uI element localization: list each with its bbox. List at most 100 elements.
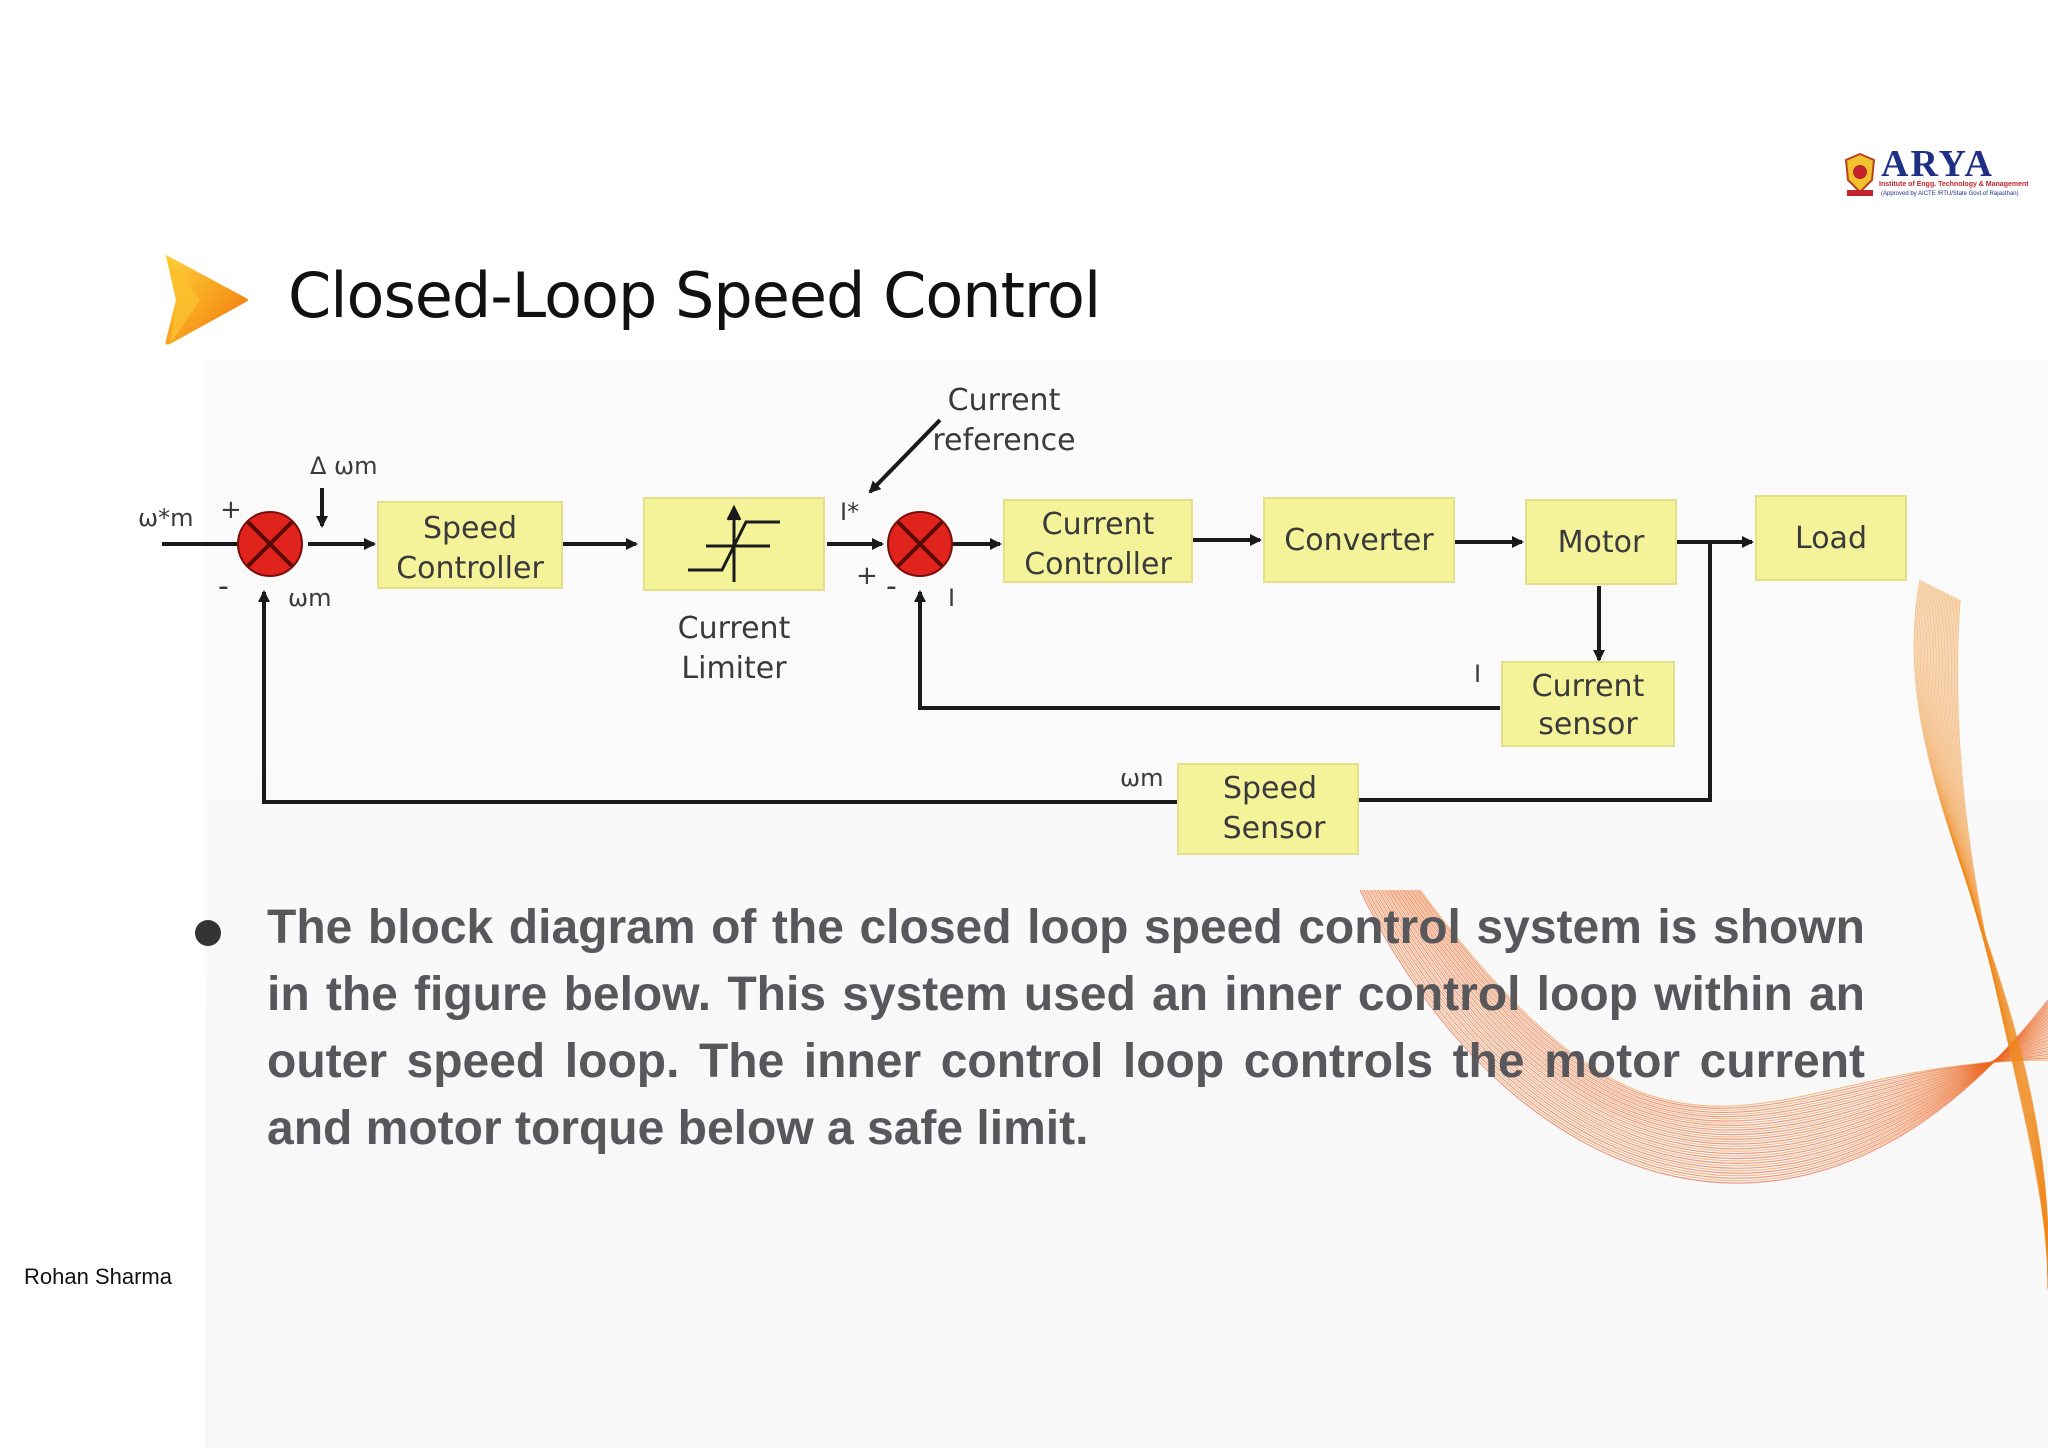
wave-line: [1374, 889, 2048, 1164]
wave-line: [1370, 889, 2048, 1169]
speed-sensor-label-2: Sensor: [1223, 811, 1326, 846]
wave-line: [1419, 889, 2048, 1107]
wave-line: [1946, 595, 2048, 1275]
minus-sign-1: -: [218, 569, 229, 604]
block-diagram: Speed Controller Current Controller Conv…: [138, 383, 1907, 855]
wave-line: [1940, 592, 2048, 1278]
logo-name: ARYA: [1881, 143, 1994, 185]
wave-line: [1934, 589, 2048, 1281]
omega-ref-label: ω*m: [138, 504, 193, 532]
current-controller-label-2: Controller: [1024, 547, 1172, 582]
wave-line: [1375, 889, 2048, 1162]
current-controller-label-1: Current: [1042, 507, 1155, 542]
title-row: Closed-Loop Speed Control: [160, 250, 1160, 350]
speed-feedback-line: [258, 590, 1178, 804]
wave-line: [1377, 889, 2048, 1160]
wave-line: [1937, 590, 2048, 1279]
speed-sensor-input-line: [1358, 542, 1712, 802]
wave-line: [1384, 889, 2048, 1150]
wave-line: [1916, 581, 2048, 1289]
wave-line: [1386, 889, 2048, 1148]
wave-line: [1947, 595, 2048, 1275]
motor-label: Motor: [1558, 525, 1645, 560]
bullet-dot: [195, 920, 221, 946]
current-limiter-label-2: Limiter: [681, 651, 787, 686]
author-name: Rohan Sharma: [24, 1264, 172, 1289]
saturation-icon: [688, 504, 780, 582]
wave-line: [1366, 889, 2048, 1174]
wave-line: [1935, 590, 2048, 1280]
wave-line: [1361, 889, 2048, 1182]
wave-line: [1404, 889, 2048, 1124]
wave-line: [1918, 581, 2048, 1288]
wave-line: [1924, 584, 2048, 1286]
delta-omega-label: Δ ωm: [310, 452, 378, 480]
current-controller-block: [1003, 499, 1193, 583]
current-sensor-block: [1501, 661, 1675, 747]
plus-sign-2: +: [856, 561, 878, 591]
wave-line: [1401, 889, 2048, 1129]
speed-sensor-block: [1177, 763, 1359, 855]
wave-line: [1944, 594, 2048, 1276]
wave-line: [1410, 889, 2048, 1118]
wave-line: [1941, 593, 2048, 1277]
wave-line: [1417, 889, 2048, 1109]
current-sensor-label-2: sensor: [1538, 707, 1638, 742]
speed-controller-block: [377, 501, 563, 589]
wave-line: [1943, 593, 2048, 1277]
omega-sensor-output-label: ωm: [1120, 764, 1163, 792]
i-feedback-label: I: [948, 584, 955, 612]
summing-junction-1: [237, 511, 303, 577]
crest-icon: [1844, 152, 1876, 196]
wave-line: [1379, 889, 2048, 1157]
wave-line: [1950, 597, 2048, 1273]
wave-line: [1399, 889, 2048, 1131]
omega-feedback-label: ωm: [288, 584, 331, 612]
plus-sign-1: +: [220, 495, 242, 525]
wave-line: [1953, 598, 2048, 1272]
current-limiter-label-1: Current: [678, 611, 791, 646]
motor-block: [1525, 499, 1677, 585]
current-reference-arrow: [868, 418, 942, 494]
wave-line: [1938, 591, 2048, 1279]
wave-line: [1956, 599, 2048, 1271]
wave-line: [1927, 586, 2048, 1284]
wave-line: [1930, 587, 2048, 1283]
wave-line: [1359, 889, 2048, 1184]
wave-line: [1394, 889, 2048, 1138]
wave-line: [1381, 889, 2048, 1155]
wave-line: [1372, 889, 2048, 1167]
wave-line: [1952, 597, 2048, 1273]
current-reference-label-2: reference: [932, 423, 1075, 458]
wave-line: [1928, 586, 2048, 1284]
wave-line: [1397, 889, 2048, 1133]
converter-label: Converter: [1284, 523, 1434, 558]
wave-line: [1388, 889, 2048, 1145]
slide-title: Closed-Loop Speed Control: [288, 259, 1101, 332]
logo-subtitle: Institute of Engg. Technology & Manageme…: [1879, 181, 2029, 188]
wave-line: [1955, 599, 2048, 1271]
wave-line: [1414, 889, 2048, 1113]
speed-sensor-label-1: Speed: [1223, 771, 1317, 806]
wave-line: [1383, 889, 2048, 1152]
i-star-label: I*: [840, 498, 859, 526]
wave-line: [1390, 889, 2048, 1143]
play-arrow-icon: [165, 255, 248, 345]
wave-line: [1368, 889, 2048, 1172]
wave-line: [1364, 889, 2048, 1177]
wave-line: [1395, 889, 2048, 1136]
logo-approval: (Approved by AICTE /RTU/State Govt.of Ra…: [1881, 191, 2019, 197]
wave-line: [1415, 889, 2048, 1111]
wave-line: [1949, 596, 2048, 1274]
summing-junction-2: [887, 511, 953, 577]
minus-sign-2: -: [886, 569, 897, 604]
load-block: [1755, 495, 1907, 581]
wave-line: [1931, 588, 2048, 1282]
wave-line: [1932, 588, 2048, 1282]
wave-line: [1406, 889, 2048, 1122]
i-sensor-output-label: I: [1474, 660, 1481, 688]
speed-controller-label-1: Speed: [423, 511, 517, 546]
load-label: Load: [1795, 521, 1867, 556]
converter-block: [1263, 497, 1455, 583]
